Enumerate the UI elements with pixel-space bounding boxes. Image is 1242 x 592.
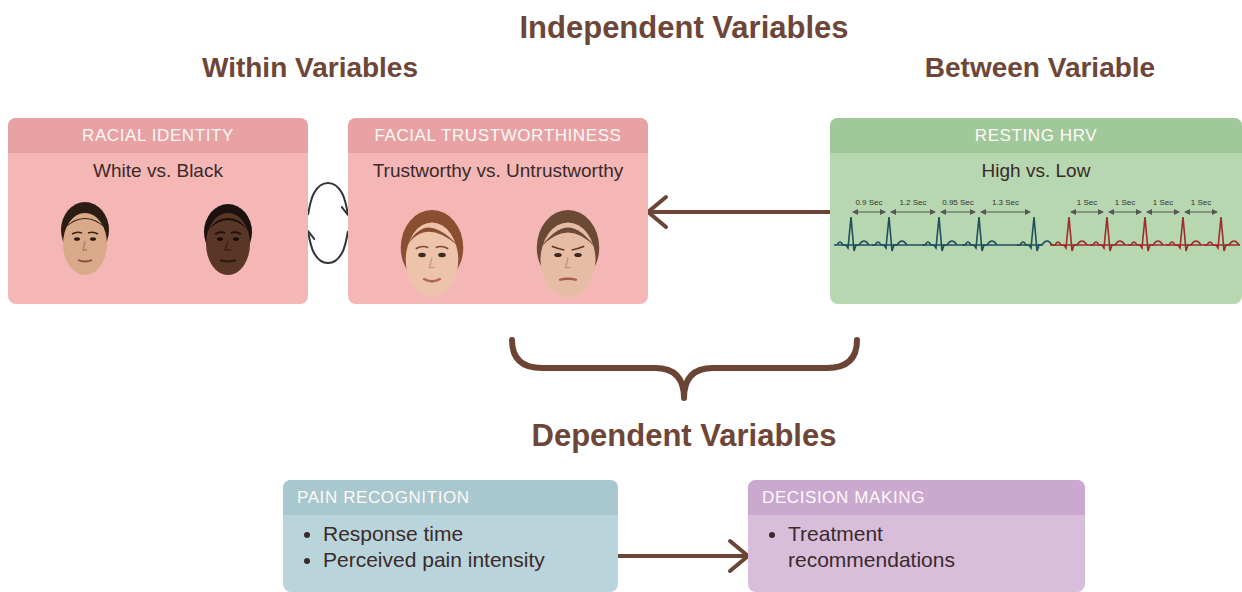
connector bbox=[648, 212, 830, 213]
face-trustworthy bbox=[416, 247, 449, 249]
interval-marks bbox=[891, 212, 935, 213]
connector bbox=[618, 556, 748, 557]
box-text: White vs. Black bbox=[8, 153, 308, 183]
main-heading: Independent Variables bbox=[519, 10, 848, 46]
interval-label: 1 Sec bbox=[1115, 198, 1135, 208]
interval-label: 0.95 Sec bbox=[942, 198, 974, 208]
face-untrustworthy bbox=[537, 210, 600, 285]
face-black bbox=[217, 237, 223, 241]
box-heading: RACIAL IDENTITY bbox=[8, 118, 308, 153]
interval-label: 0.9 Sec bbox=[855, 198, 882, 208]
interval-marks bbox=[853, 212, 885, 213]
interval-marks bbox=[981, 212, 1030, 213]
face-trustworthy bbox=[401, 210, 464, 285]
face-black bbox=[204, 204, 252, 260]
ecg-high-hrv bbox=[1017, 217, 1052, 251]
ecg-low-hrv bbox=[1090, 217, 1125, 251]
curly-brace bbox=[512, 340, 857, 398]
interval-marks bbox=[1109, 212, 1141, 213]
face-untrustworthy bbox=[574, 253, 582, 257]
ecg-high-hrv bbox=[834, 217, 1052, 251]
face-white bbox=[83, 241, 87, 250]
face-trustworthy bbox=[401, 210, 464, 298]
outcome-box: DECISION MAKING Treatment recommendations bbox=[748, 480, 1085, 592]
ecg-low-hrv bbox=[1052, 217, 1087, 251]
ecg-high-hrv bbox=[922, 217, 957, 251]
bullet-item: Perceived pain intensity bbox=[323, 547, 618, 573]
box-text: Trustworthy vs. Untrustworthy bbox=[348, 153, 648, 183]
interval-label: 1.3 Sec bbox=[992, 198, 1019, 208]
face-white bbox=[72, 232, 98, 234]
face-black bbox=[220, 260, 236, 262]
bullet-item: Treatment recommendations bbox=[788, 521, 998, 573]
outcome-box: PAIN RECOGNITIONResponse timePerceived p… bbox=[283, 480, 618, 592]
face-white bbox=[63, 213, 107, 275]
connector bbox=[308, 183, 348, 263]
box-heading: RESTING HRV bbox=[830, 118, 1242, 153]
ecg-low-hrv bbox=[1128, 217, 1163, 251]
bullet-list: Response timePerceived pain intensity bbox=[283, 515, 618, 573]
face-trustworthy bbox=[438, 253, 446, 258]
bullet-list: Treatment recommendations bbox=[748, 515, 998, 573]
face-black bbox=[204, 204, 252, 275]
face-untrustworthy bbox=[541, 228, 596, 248]
interval-marks bbox=[1147, 212, 1179, 213]
face-black bbox=[206, 213, 250, 275]
interval-marks bbox=[941, 212, 975, 213]
ecg-high-hrv bbox=[872, 217, 907, 251]
variable-box: RACIAL IDENTITYWhite vs. Black bbox=[8, 118, 308, 304]
face-white bbox=[90, 237, 96, 241]
interval-label: 1 Sec bbox=[1153, 198, 1173, 208]
face-untrustworthy bbox=[566, 258, 571, 268]
interval-marks bbox=[1185, 212, 1217, 213]
interval-label: 1 Sec bbox=[1077, 198, 1097, 208]
variable-box: FACIAL TRUSTWORTHINESSTrustworthy vs. Un… bbox=[348, 118, 648, 304]
face-black bbox=[215, 232, 241, 234]
face-untrustworthy bbox=[537, 210, 600, 298]
face-trustworthy bbox=[406, 223, 459, 298]
interval-label: 1.2 Sec bbox=[899, 198, 926, 208]
face-white bbox=[78, 260, 92, 262]
face-trustworthy bbox=[423, 279, 441, 282]
ecg-high-hrv bbox=[838, 244, 1042, 246]
arrow-line bbox=[618, 554, 748, 558]
ecg-low-hrv bbox=[1204, 217, 1239, 251]
section-heading: Within Variables bbox=[202, 52, 418, 84]
cycle-arc bbox=[308, 183, 348, 215]
variable-box: RESTING HRVHigh vs. Low bbox=[830, 118, 1242, 304]
face-black bbox=[208, 218, 248, 230]
face-white bbox=[65, 218, 105, 228]
face-untrustworthy bbox=[554, 253, 562, 257]
face-untrustworthy bbox=[559, 279, 577, 280]
face-white bbox=[74, 237, 80, 241]
box-heading: FACIAL TRUSTWORTHINESS bbox=[348, 118, 648, 153]
face-trustworthy bbox=[430, 258, 435, 268]
face-black bbox=[225, 241, 231, 250]
face-untrustworthy bbox=[541, 223, 596, 298]
section-heading: Dependent Variables bbox=[532, 418, 837, 454]
ecg-low-hrv bbox=[1050, 217, 1240, 251]
face-trustworthy bbox=[418, 253, 426, 258]
face-untrustworthy bbox=[552, 246, 585, 250]
face-black bbox=[233, 237, 239, 241]
ecg-high-hrv bbox=[834, 217, 869, 251]
cycle-arc bbox=[308, 231, 348, 263]
ecg-low-hrv bbox=[1166, 217, 1201, 251]
box-heading: DECISION MAKING bbox=[748, 480, 1085, 515]
box-text: High vs. Low bbox=[830, 153, 1242, 183]
interval-label: 1 Sec bbox=[1191, 198, 1211, 208]
arrow-line bbox=[648, 210, 830, 214]
box-heading: PAIN RECOGNITION bbox=[283, 480, 618, 515]
ecg-high-hrv bbox=[962, 217, 997, 251]
face-white bbox=[61, 202, 109, 258]
section-heading: Between Variable bbox=[925, 52, 1155, 84]
interval-marks bbox=[853, 212, 1217, 213]
ecg-low-hrv bbox=[1050, 244, 1240, 246]
bullet-item: Response time bbox=[323, 521, 618, 547]
interval-marks bbox=[1071, 212, 1103, 213]
face-white bbox=[61, 202, 109, 275]
face-trustworthy bbox=[406, 228, 457, 248]
